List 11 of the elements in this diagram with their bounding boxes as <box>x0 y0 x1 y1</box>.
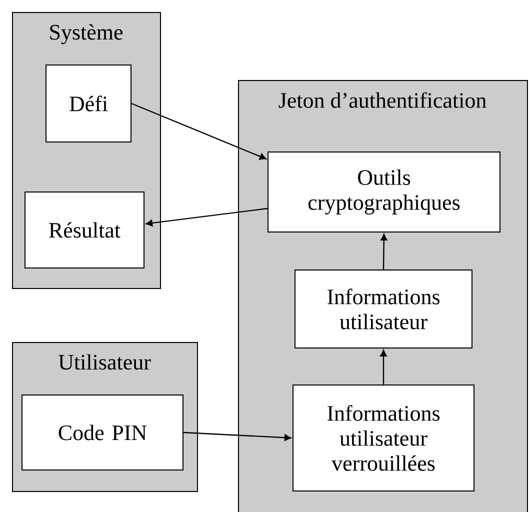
process-box: Résultat <box>24 192 144 268</box>
arrow <box>146 208 268 226</box>
arrow <box>380 234 388 270</box>
process-box: Informations utilisateur <box>294 270 472 348</box>
process-box: Outils cryptographiques <box>268 152 500 232</box>
arrow <box>131 102 266 160</box>
process-box: Code PIN <box>22 394 184 470</box>
process-box: Informations utilisateur verrouillées <box>292 384 474 492</box>
arrow <box>380 350 387 384</box>
process-box: Défi <box>46 64 132 142</box>
arrow <box>183 432 292 441</box>
